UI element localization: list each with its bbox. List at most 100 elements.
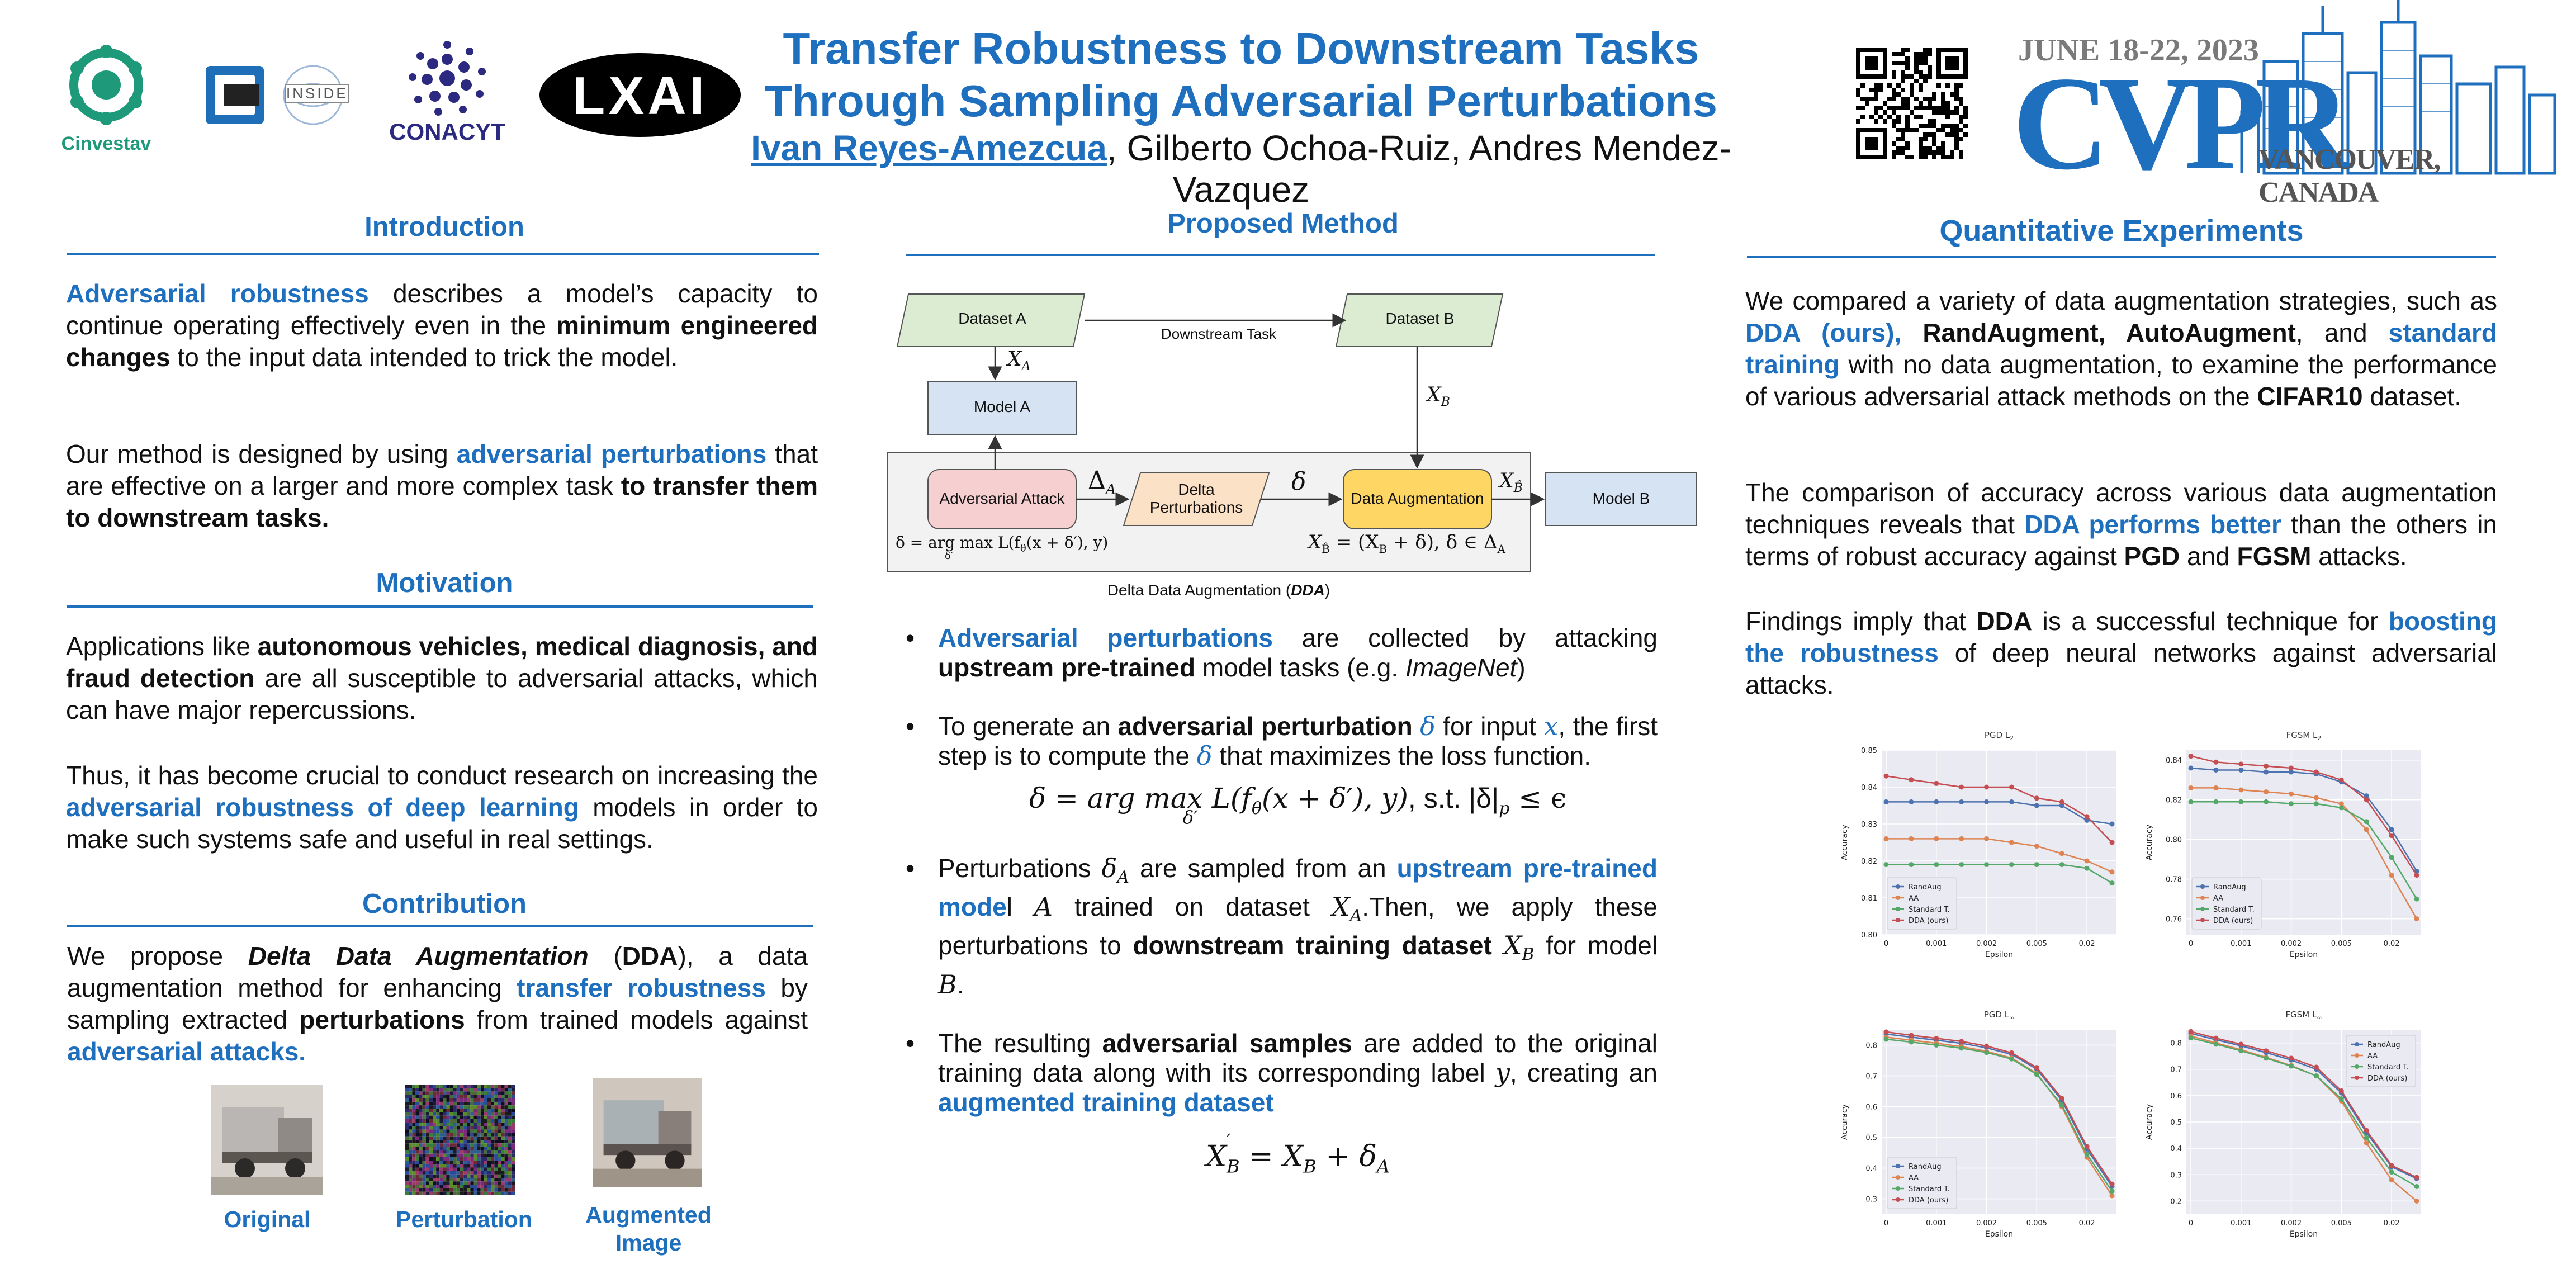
text-run bbox=[1413, 712, 1420, 741]
data-point bbox=[1909, 836, 1914, 841]
text-run: , creating an bbox=[1509, 1058, 1658, 1087]
text-run: FGSM bbox=[2237, 542, 2312, 571]
data-point bbox=[2034, 844, 2039, 849]
y-tick-label: 0.80 bbox=[1861, 931, 1877, 940]
text-run: ImageNet bbox=[1405, 653, 1517, 682]
data-point bbox=[2213, 759, 2219, 765]
lab-logo: INSIDE bbox=[201, 61, 369, 129]
data-point bbox=[1959, 784, 1964, 790]
text-run: DDA performs better bbox=[2024, 510, 2281, 539]
data-point bbox=[2313, 769, 2319, 775]
data-point bbox=[2289, 769, 2294, 775]
text-run: Perturbations bbox=[938, 854, 1102, 883]
text-run: trained on dataset bbox=[1053, 892, 1332, 922]
y-tick-label: 0.6 bbox=[2170, 1092, 2182, 1101]
data-point bbox=[2364, 1128, 2369, 1133]
x-b-label: XB bbox=[1427, 383, 1450, 410]
y-tick-label: 0.83 bbox=[1861, 821, 1877, 829]
lab-logo-icon bbox=[206, 65, 343, 125]
qr-code[interactable] bbox=[1856, 48, 1968, 159]
data-point bbox=[2034, 1065, 2039, 1071]
x-tick-label: 0.002 bbox=[2281, 1219, 2302, 1228]
y-tick-label: 0.82 bbox=[2166, 797, 2182, 805]
bullet-collect: Adversarial perturbations are collected … bbox=[906, 623, 1658, 683]
x-tick-label: 0.002 bbox=[2281, 940, 2302, 948]
text-run: are collected by attacking bbox=[1272, 623, 1658, 652]
data-augmentation-label: Data Augmentation bbox=[1351, 490, 1484, 507]
data-point bbox=[2313, 795, 2319, 801]
data-point bbox=[2059, 799, 2064, 804]
text-run: and bbox=[2180, 542, 2237, 571]
text-run bbox=[1492, 931, 1504, 960]
text-run: adversarial samples bbox=[1102, 1028, 1352, 1058]
text-run: X bbox=[1503, 930, 1522, 961]
data-point bbox=[2188, 754, 2194, 759]
data-point bbox=[2084, 1144, 2090, 1149]
legend-marker bbox=[1896, 1164, 1900, 1168]
series-line bbox=[2190, 755, 2418, 876]
text-run: describes a model’s capacity to continue… bbox=[66, 279, 818, 340]
data-point bbox=[2289, 801, 2294, 807]
text-run: that maximizes the loss function. bbox=[1212, 741, 1592, 770]
data-point bbox=[1909, 1033, 1914, 1038]
x-tick-label: 0.02 bbox=[2079, 940, 2095, 948]
data-point bbox=[2009, 799, 2014, 804]
contribution-heading: Contribution bbox=[362, 889, 527, 919]
legend-label: DDA (ours) bbox=[2213, 917, 2253, 925]
qr-code-icon bbox=[1856, 48, 1968, 159]
conference-name: CVPR bbox=[2012, 49, 2352, 197]
data-point bbox=[2289, 1063, 2294, 1069]
legend-label: DDA (ours) bbox=[1909, 917, 1948, 925]
text-run: Adversarial perturbations bbox=[938, 623, 1273, 652]
data-point bbox=[1959, 799, 1964, 804]
cinvestav-wordmark: Cinvestav bbox=[61, 133, 151, 154]
text-run bbox=[1901, 318, 1922, 347]
legend-box bbox=[2191, 877, 2262, 930]
legend-marker bbox=[1896, 1175, 1900, 1180]
data-point bbox=[2389, 1169, 2394, 1175]
data-point bbox=[2289, 791, 2294, 797]
y-tick-label: 0.82 bbox=[1861, 858, 1877, 866]
text-run: from trained models against bbox=[465, 1005, 808, 1034]
data-point bbox=[2109, 821, 2115, 827]
data-point bbox=[2084, 814, 2090, 820]
data-point bbox=[1934, 836, 1939, 841]
text-run: downstream training dataset bbox=[1133, 931, 1492, 960]
data-point bbox=[1883, 1029, 1889, 1035]
legend-marker bbox=[1896, 907, 1900, 911]
legend-label: Standard T. bbox=[1909, 906, 1950, 914]
chart-title: PGD L∞ bbox=[1984, 1010, 2015, 1021]
y-tick-label: 0.5 bbox=[2170, 1119, 2182, 1127]
data-point bbox=[1909, 799, 1914, 804]
y-tick-label: 0.76 bbox=[2166, 916, 2182, 924]
data-point bbox=[1909, 1039, 1914, 1045]
data-point bbox=[1984, 799, 1990, 804]
text-run: ), a data augmentation method for enhanc… bbox=[67, 941, 808, 1002]
data-point bbox=[2034, 803, 2039, 808]
cvpr-logo: JUNE 18-22, 2023 CVPR VANCOUVER, CANADA bbox=[2012, 0, 2560, 209]
series-line bbox=[2191, 801, 2418, 899]
first-author-link[interactable]: Ivan Reyes-Amezcua bbox=[751, 128, 1107, 168]
x-tick-label: 0.002 bbox=[1976, 1219, 1997, 1228]
legend-box bbox=[1887, 877, 1957, 930]
chart-title: PGD L2 bbox=[1985, 730, 2014, 742]
data-point bbox=[1934, 1035, 1939, 1041]
x-tick-label: 0.001 bbox=[2231, 940, 2251, 948]
text-run: δ bbox=[1196, 741, 1213, 771]
data-point bbox=[2289, 765, 2294, 771]
author-separator: , bbox=[1106, 128, 1117, 168]
data-point bbox=[2188, 765, 2194, 771]
text-run: adversarial attacks. bbox=[67, 1037, 306, 1066]
text-run: To generate an bbox=[938, 712, 1118, 741]
data-point bbox=[2414, 1198, 2419, 1204]
y-tick-label: 0.4 bbox=[2170, 1145, 2182, 1153]
legend-label: RandAug bbox=[2213, 883, 2246, 892]
text-run: A bbox=[1117, 868, 1129, 888]
legend-marker bbox=[1896, 918, 1900, 922]
data-point bbox=[2238, 799, 2244, 804]
text-run: model tasks (e.g. bbox=[1195, 653, 1405, 682]
data-point bbox=[2414, 1175, 2419, 1180]
x-tick-label: 0 bbox=[2189, 940, 2193, 948]
